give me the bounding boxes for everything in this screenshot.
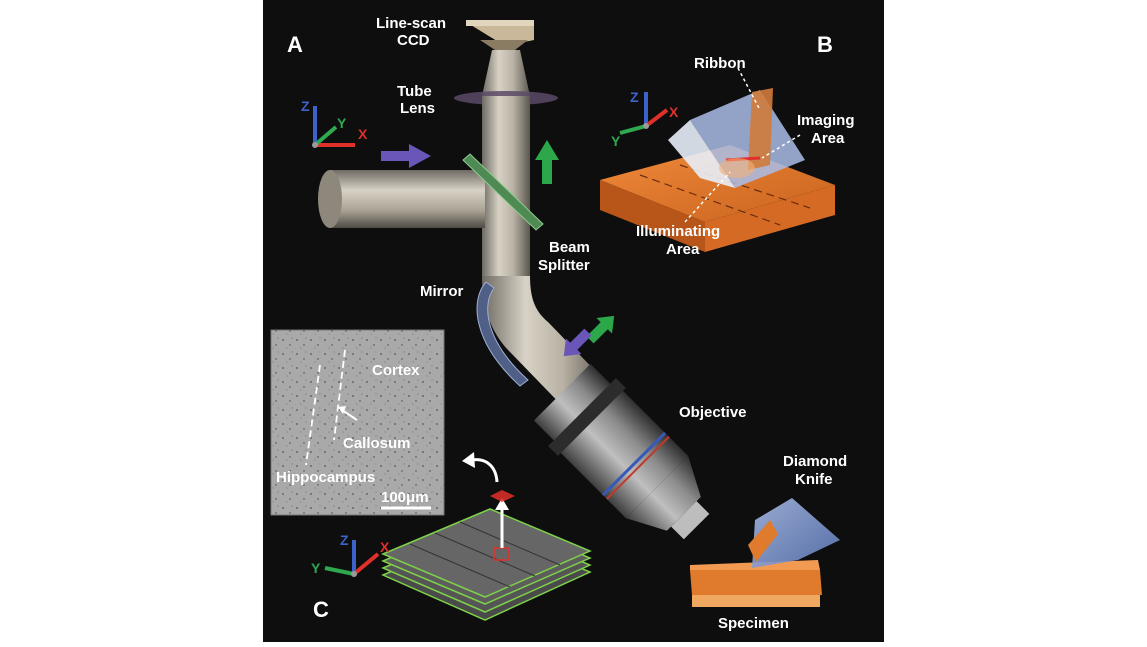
- illumination-arrow-horizontal: [381, 144, 431, 168]
- label-lens: Lens: [400, 100, 435, 117]
- imaging-leader: [761, 134, 801, 159]
- label-illuminating-area: Area: [666, 241, 700, 258]
- panel-label-b: B: [817, 32, 833, 57]
- label-imaging-area: Area: [811, 130, 845, 147]
- label-specimen: Specimen: [718, 615, 789, 632]
- label-beam: Beam: [549, 239, 590, 256]
- axis-z-c: Z: [340, 532, 349, 548]
- extracted-section: [490, 490, 515, 502]
- label-line-scan: Line-scan: [376, 15, 446, 32]
- emission-arrow-diagonal: [586, 315, 615, 344]
- label-hippocampus: Hippocampus: [276, 469, 375, 486]
- em-micrograph: [270, 329, 445, 516]
- objective-lens: [533, 363, 710, 540]
- specimen-block: [690, 560, 822, 607]
- label-imaging: Imaging: [797, 112, 855, 129]
- focusing-cone: [482, 50, 530, 96]
- axis-triad-a: Z Y X: [301, 98, 368, 148]
- label-tube: Tube: [397, 83, 432, 100]
- label-diamond: Diamond: [783, 453, 847, 470]
- illumination-arrow-diagonal: [563, 328, 592, 357]
- axis-triad-b: Z X Y: [611, 89, 679, 149]
- beam-splitter: [462, 153, 544, 231]
- line-scan-ccd: [466, 20, 534, 50]
- label-scale-bar: 100μm: [381, 489, 429, 506]
- illuminating-leader: [684, 171, 731, 223]
- label-knife: Knife: [795, 471, 833, 488]
- curved-arrow: [471, 458, 499, 483]
- axis-y-a: Y: [337, 115, 347, 131]
- label-ribbon: Ribbon: [694, 55, 746, 72]
- panel-b-illustration: [600, 88, 835, 252]
- curved-arrow-head: [462, 452, 475, 468]
- label-illuminating: Illuminating: [636, 223, 720, 240]
- label-splitter: Splitter: [538, 257, 590, 274]
- label-ccd: CCD: [397, 32, 430, 49]
- axis-z-b: Z: [630, 89, 639, 105]
- axis-z-a: Z: [301, 98, 310, 114]
- lift-arrow-head: [495, 498, 509, 510]
- ribbon-leader: [737, 67, 761, 111]
- panel-label-c: C: [313, 597, 329, 622]
- illumination-tube: [318, 170, 485, 228]
- mirror: [476, 281, 529, 387]
- emission-arrow-up: [535, 140, 559, 184]
- label-mirror: Mirror: [420, 283, 464, 300]
- axis-y-b: Y: [611, 133, 621, 149]
- axis-x-a: X: [358, 126, 368, 142]
- axis-triad-c: Z X Y: [311, 532, 390, 577]
- axis-y-c: Y: [311, 560, 321, 576]
- vertical-tube: [482, 96, 530, 276]
- label-cortex: Cortex: [372, 362, 420, 379]
- axis-x-c: X: [380, 539, 390, 555]
- label-callosum: Callosum: [343, 435, 411, 452]
- label-objective: Objective: [679, 404, 747, 421]
- section-stack: [381, 508, 592, 621]
- panel-label-a: A: [287, 32, 303, 57]
- axis-x-b: X: [669, 104, 679, 120]
- diamond-knife: [748, 498, 840, 568]
